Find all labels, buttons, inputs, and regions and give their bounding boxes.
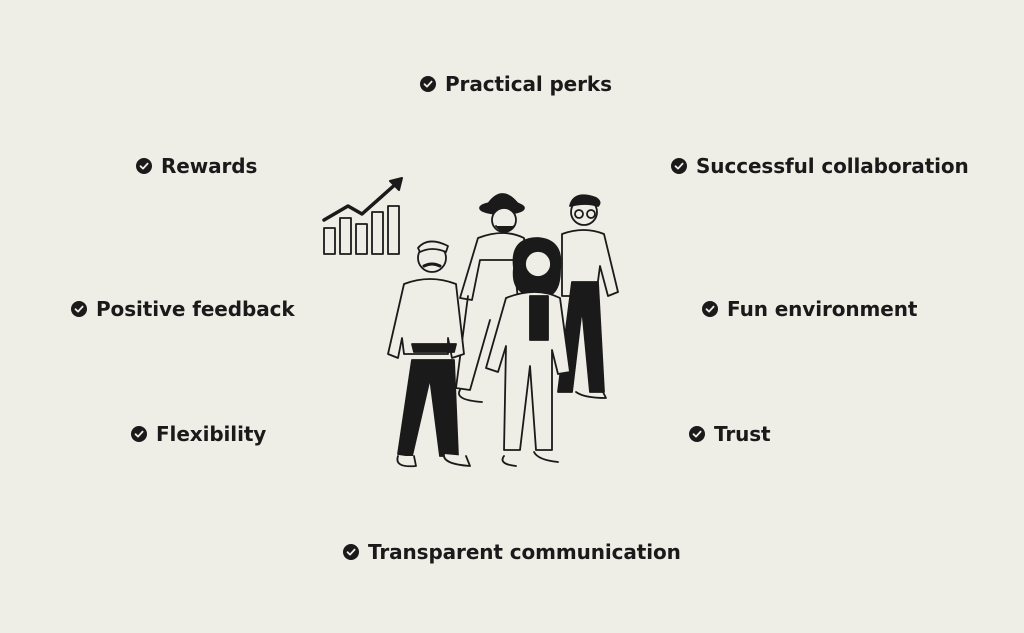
growth-chart-icon [322,177,403,255]
benefit-label: Rewards [161,154,258,178]
benefit-successful-collaboration: Successful collaboration [671,154,969,178]
benefit-label: Flexibility [156,422,267,446]
check-circle-icon [343,544,359,560]
benefit-rewards: Rewards [136,154,257,178]
check-circle-icon [702,301,718,317]
benefit-label: Trust [714,422,771,446]
benefit-trust: Trust [689,422,771,446]
benefit-label: Positive feedback [96,297,295,321]
check-circle-icon [689,426,705,442]
benefit-label: Fun environment [727,297,918,321]
benefit-transparent-communication: Transparent communication [343,540,681,564]
benefit-label: Successful collaboration [696,154,969,178]
team-growth-illustration [322,177,619,468]
benefit-practical-perks: Practical perks [420,72,612,96]
check-circle-icon [671,158,687,174]
person-mustache-figure [387,240,471,468]
check-circle-icon [71,301,87,317]
check-circle-icon [420,76,436,92]
benefit-positive-feedback: Positive feedback [71,297,295,321]
benefit-fun-environment: Fun environment [702,297,917,321]
check-circle-icon [131,426,147,442]
benefit-flexibility: Flexibility [131,422,266,446]
person-woman-figure [485,237,571,467]
check-circle-icon [136,158,152,174]
person-hat-figure [455,193,531,403]
benefit-label: Transparent communication [368,540,681,564]
benefit-label: Practical perks [445,72,612,96]
